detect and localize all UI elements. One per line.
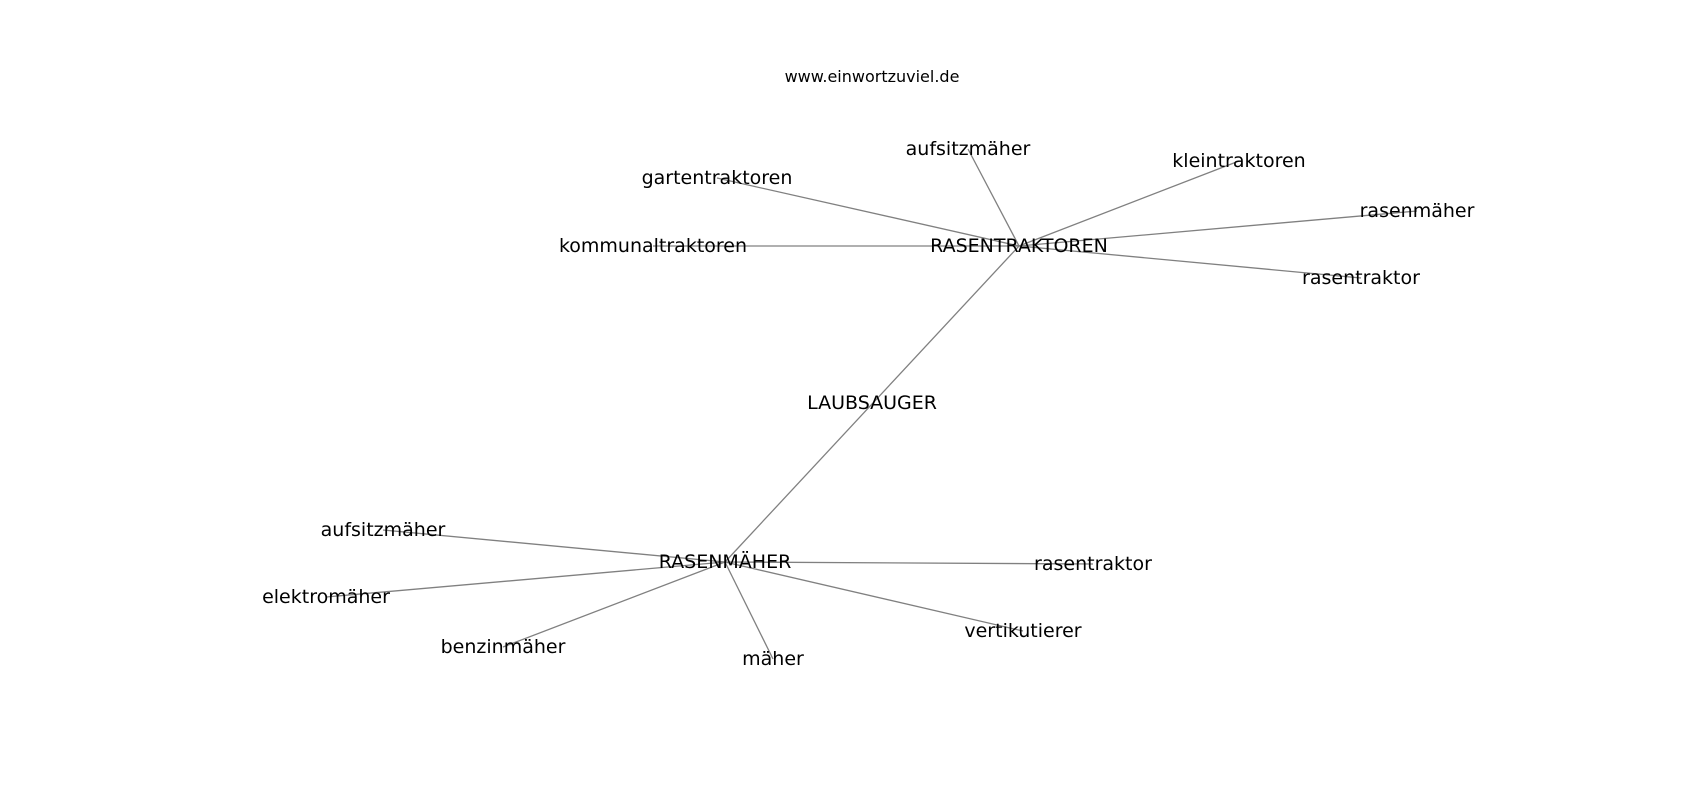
edge-rasentraktoren-kleintraktoren — [1018, 160, 1240, 247]
edge-rasentraktoren-rasenmaeher_hub — [724, 245, 1020, 563]
node-label-gartentraktoren: gartentraktoren — [642, 167, 793, 189]
node-label-aufsitzmaeher-top: aufsitzmäher — [906, 138, 1031, 160]
node-label-rasentraktor-top: rasentraktor — [1302, 267, 1420, 289]
node-label-maeher: mäher — [742, 648, 804, 670]
edge-rasenmaeher_hub-benzinmaeher — [502, 561, 726, 648]
node-label-rasenmaeher-hub: RASENMÄHER — [659, 550, 792, 573]
node-label-kommunaltraktoren: kommunaltraktoren — [559, 235, 747, 257]
edge-rasentraktoren-gartentraktoren — [716, 177, 1020, 247]
node-label-vertikutierer: vertikutierer — [964, 620, 1081, 642]
node-label-elektromaeher: elektromäher — [262, 586, 390, 608]
edge-rasentraktoren-aufsitzmaeher_top — [967, 148, 1020, 247]
edge-rasenmaeher_hub-maeher — [724, 561, 774, 660]
node-label-rasentraktoren: RASENTRAKTOREN — [930, 235, 1108, 257]
node-label-laubsauger: LAUBSAUGER — [807, 392, 937, 414]
edge-rasentraktoren-rasenmaeher_leaf — [1018, 210, 1418, 247]
node-label-aufsitzmaeher-bottom: aufsitzmäher — [321, 519, 446, 541]
node-label-rasentraktor-bottom: rasentraktor — [1034, 553, 1152, 575]
node-label-rasenmaeher-leaf: rasenmäher — [1360, 200, 1475, 222]
edge-rasenmaeher_hub-aufsitzmaeher_bottom — [382, 529, 726, 563]
node-label-kleintraktoren: kleintraktoren — [1172, 150, 1305, 172]
watermark-text: www.einwortzuviel.de — [785, 67, 960, 86]
node-label-benzinmaeher: benzinmäher — [441, 636, 566, 658]
edge-rasenmaeher_hub-rasentraktor_bottom — [724, 561, 1094, 565]
nodes-group: LAUBSAUGER RASENTRAKTOREN RASENMÄHER garten… — [262, 138, 1474, 670]
edges-group — [325, 148, 1418, 660]
edge-rasenmaeher_hub-elektromaeher — [325, 561, 726, 598]
edge-rasenmaeher_hub-vertikutierer — [724, 561, 1024, 632]
edge-rasentraktoren-rasentraktor_top — [1018, 245, 1362, 279]
